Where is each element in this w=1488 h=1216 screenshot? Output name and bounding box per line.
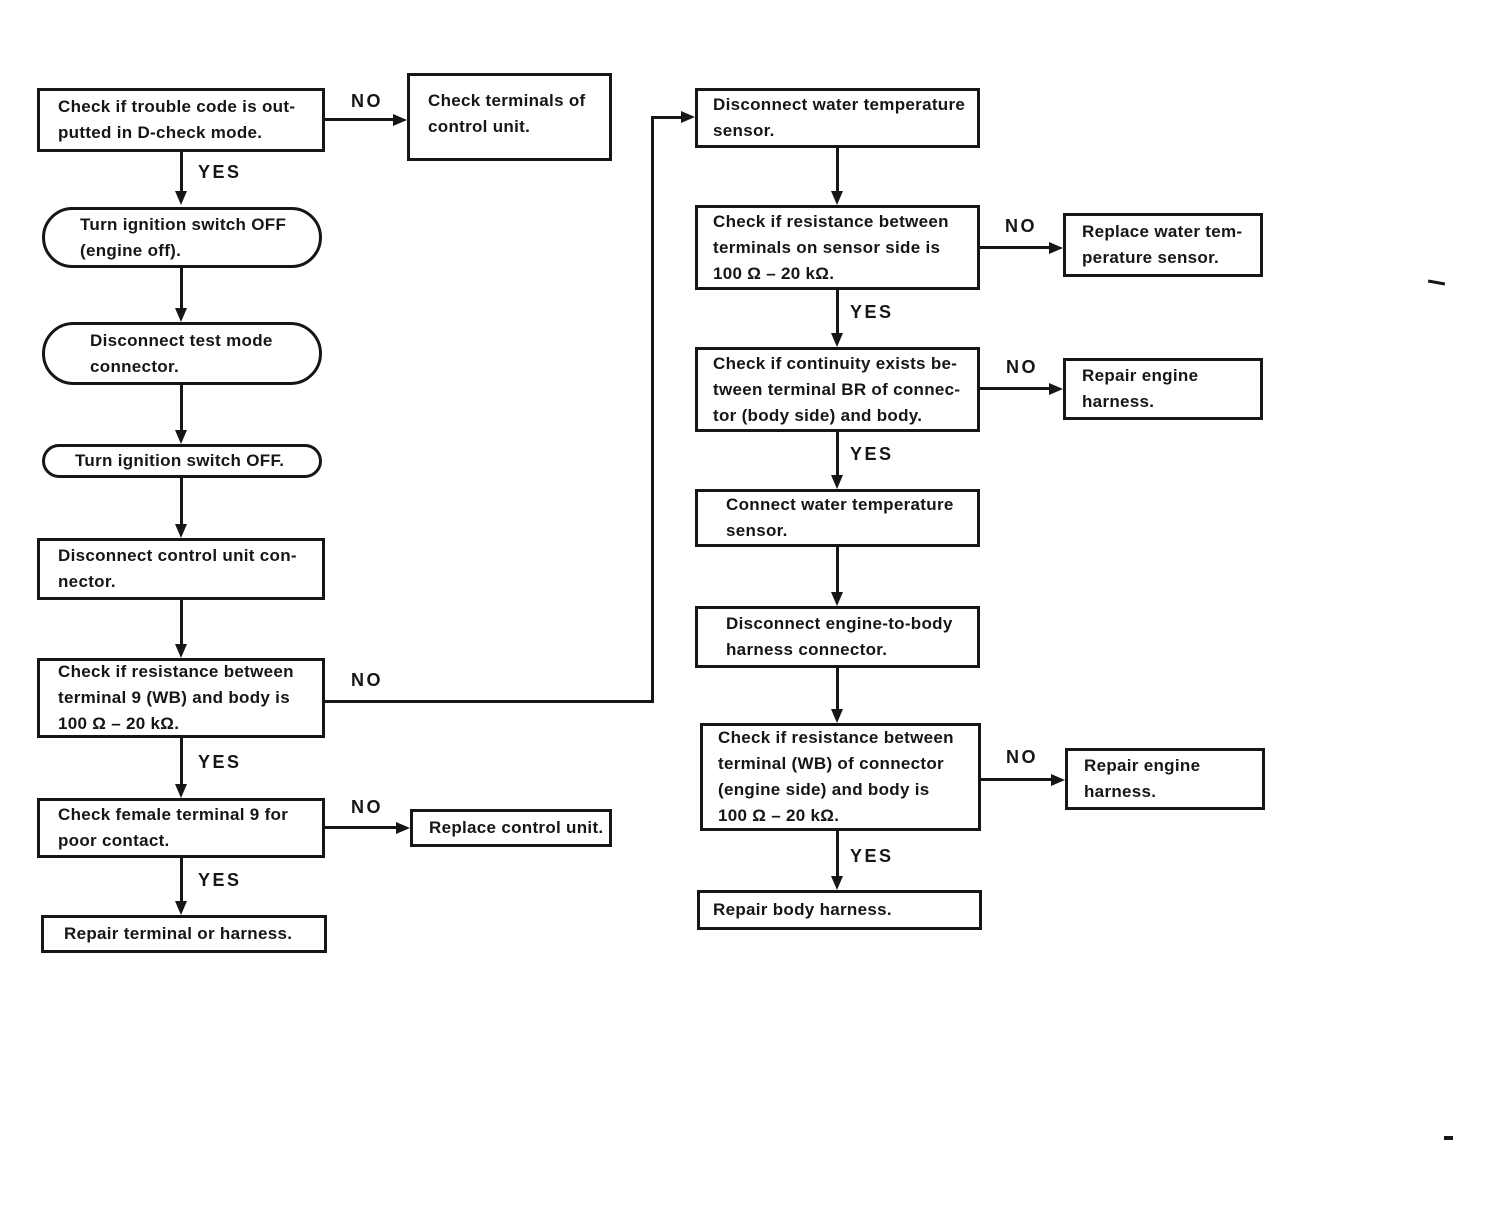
arrowhead-right-icon bbox=[1051, 774, 1065, 786]
edge-label-no-2: NO bbox=[351, 797, 383, 817]
node-check-continuity-br: Check if continuity exists be- tween ter… bbox=[695, 347, 980, 432]
node-replace-water-temp-sensor: Replace water tem- perature sensor. bbox=[1063, 213, 1263, 277]
arrow-line-connect-to-disconnect-etb bbox=[836, 547, 839, 592]
node-disconnect-engine-to-body: Disconnect engine-to-body harness connec… bbox=[695, 606, 980, 668]
arrowhead-down-icon bbox=[175, 430, 187, 444]
edge-label-yes-4: YES bbox=[850, 302, 894, 322]
arrowhead-down-icon bbox=[831, 191, 843, 205]
node-replace-control-unit: Replace control unit. bbox=[410, 809, 612, 847]
edge-label-yes-3: YES bbox=[198, 870, 242, 890]
arrow-line-no-to-replace-wts bbox=[980, 246, 1050, 249]
arrowhead-right-icon bbox=[393, 114, 407, 126]
node-disconnect-water-temp-sensor: Disconnect water temperature sensor. bbox=[695, 88, 980, 148]
edge-label-yes-2: YES bbox=[198, 752, 242, 772]
node-turn-ignition-off: Turn ignition switch OFF. bbox=[42, 444, 322, 478]
node-disconnect-test-mode-connector: Disconnect test mode connector. bbox=[42, 322, 322, 385]
edge-label-no-5: NO bbox=[1006, 357, 1038, 377]
node-check-trouble-code: Check if trouble code is out- putted in … bbox=[37, 88, 325, 152]
node-turn-ignition-off-engine-off: Turn ignition switch OFF (engine off). bbox=[42, 207, 322, 268]
arrow-line-yes-to-continuity bbox=[836, 290, 839, 333]
arrow-line-yes-to-repair-body bbox=[836, 831, 839, 876]
scan-speck bbox=[1427, 279, 1446, 286]
arrow-line-no-to-repair-eh1 bbox=[980, 387, 1050, 390]
edge-label-no-3: NO bbox=[351, 670, 383, 690]
edge-label-no-6: NO bbox=[1006, 747, 1038, 767]
node-repair-engine-harness-2: Repair engine harness. bbox=[1065, 748, 1265, 810]
arrowhead-down-icon bbox=[831, 592, 843, 606]
node-check-resistance-terminal9: Check if resistance between terminal 9 (… bbox=[37, 658, 325, 738]
arrow-line-disconnect-etb-to-check-wb bbox=[836, 668, 839, 709]
arrowhead-right-icon bbox=[681, 111, 695, 123]
arrowhead-right-icon bbox=[1049, 242, 1063, 254]
node-disconnect-control-unit-connector: Disconnect control unit con- nector. bbox=[37, 538, 325, 600]
arrow-line-yes-to-repair-terminal bbox=[180, 858, 183, 902]
arrowhead-down-icon bbox=[831, 876, 843, 890]
arrow-line-disconnect-wts-to-check bbox=[836, 148, 839, 191]
arrow-line-no-to-repair-eh2 bbox=[981, 778, 1052, 781]
connector-no-vertical bbox=[651, 116, 654, 703]
scan-speck bbox=[1444, 1136, 1453, 1140]
arrowhead-down-icon bbox=[175, 644, 187, 658]
node-repair-terminal-or-harness: Repair terminal or harness. bbox=[41, 915, 327, 953]
arrowhead-down-icon bbox=[175, 901, 187, 915]
edge-label-yes-1: YES bbox=[198, 162, 242, 182]
arrowhead-down-icon bbox=[831, 475, 843, 489]
edge-label-yes-5: YES bbox=[850, 444, 894, 464]
node-check-resistance-sensor-side: Check if resistance between terminals on… bbox=[695, 205, 980, 290]
connector-no-horizontal-top bbox=[651, 116, 682, 119]
arrowhead-down-icon bbox=[175, 784, 187, 798]
edge-label-no-4: NO bbox=[1005, 216, 1037, 236]
node-check-terminals-control-unit: Check terminals of control unit. bbox=[407, 73, 612, 161]
arrowhead-down-icon bbox=[831, 709, 843, 723]
arrow-line-testmode-to-ignition2 bbox=[180, 385, 183, 431]
arrow-line-no-to-check-terminals bbox=[325, 118, 395, 121]
node-repair-engine-harness-1: Repair engine harness. bbox=[1063, 358, 1263, 420]
arrowhead-down-icon bbox=[175, 308, 187, 322]
connector-no-horizontal-bottom bbox=[325, 700, 654, 703]
arrow-line-ignition2-to-disconnect-cu bbox=[180, 478, 183, 525]
node-connect-water-temp-sensor: Connect water temperature sensor. bbox=[695, 489, 980, 547]
arrow-line-yes-to-check-female bbox=[180, 738, 183, 785]
arrow-line-no-to-replace-cu bbox=[325, 826, 398, 829]
arrow-line-yes-to-connect-wts bbox=[836, 432, 839, 475]
arrow-line-ignition-to-testmode bbox=[180, 268, 183, 309]
arrowhead-right-icon bbox=[1049, 383, 1063, 395]
arrowhead-down-icon bbox=[175, 524, 187, 538]
arrowhead-right-icon bbox=[396, 822, 410, 834]
arrow-line-disconnect-cu-to-check-res bbox=[180, 600, 183, 645]
node-check-female-terminal9: Check female terminal 9 for poor contact… bbox=[37, 798, 325, 858]
arrowhead-down-icon bbox=[831, 333, 843, 347]
node-repair-body-harness: Repair body harness. bbox=[697, 890, 982, 930]
arrow-line-trouble-to-ignition bbox=[180, 152, 183, 192]
node-check-resistance-wb-connector: Check if resistance between terminal (WB… bbox=[700, 723, 981, 831]
edge-label-yes-6: YES bbox=[850, 846, 894, 866]
edge-label-no-1: NO bbox=[351, 91, 383, 111]
arrowhead-down-icon bbox=[175, 191, 187, 205]
